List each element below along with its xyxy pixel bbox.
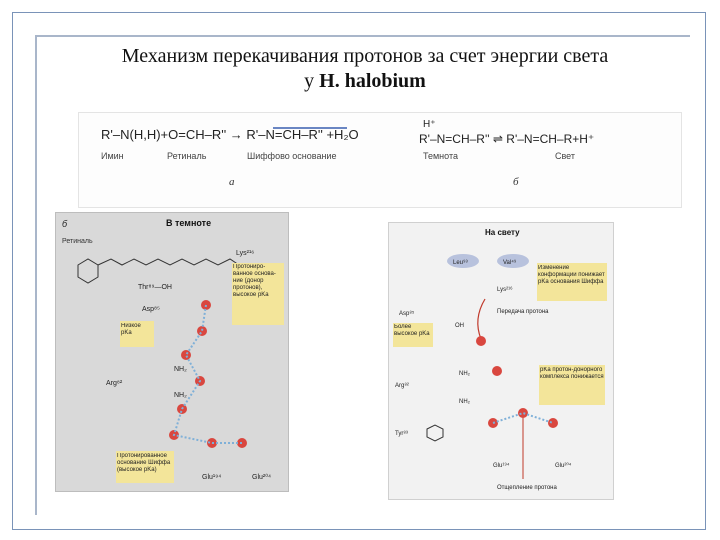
retinal-ring [77, 258, 99, 284]
tyr-ring [426, 424, 444, 442]
dark-water-chain [169, 300, 247, 448]
light-header: На свету [485, 228, 520, 237]
light-state-panel: На свету Leu⁹³ Val⁴⁹ Lys²¹⁶ Asp⁸⁵ OH Arg… [388, 222, 614, 500]
dark-state-panel: б В темноте Ретиналь Lys²¹⁶ Thr⁸⁹—OH Asp… [55, 212, 289, 492]
panel-letter-b: б [513, 176, 519, 188]
dark-arg: Arg⁸² [106, 380, 123, 387]
panel-letter-a: а [229, 176, 235, 188]
light-oh: OH [455, 323, 464, 329]
light-lys: Lys²¹⁶ [497, 286, 513, 293]
light-arg: Arg⁸² [395, 382, 409, 389]
note-proton-acceptor-box [232, 263, 284, 325]
dark-nh2-a: NH₂ [174, 366, 187, 373]
reaction-a-equation: R'–N(H,H)+O=CH–R'' → R'–N=CH–R'' +H₂O [101, 127, 359, 142]
title-organism: H. halobium [319, 70, 426, 92]
title-line-1: Механизм перекачивания протонов за счет … [121, 45, 609, 67]
note-low-pka-box [120, 321, 154, 347]
note-higher-pka-box [393, 323, 433, 347]
note-schiff: Протонированное основание Шиффа (высокое… [117, 453, 171, 473]
val-ellipse [497, 254, 529, 268]
dark-thr: Thr⁸⁹—OH [138, 284, 172, 291]
title-line-2: у H. halobium [40, 69, 690, 94]
title-line-2-prefix: у [304, 70, 320, 92]
light-glu-1: Glu¹⁹⁴ [493, 462, 510, 469]
note-schiff-box [116, 451, 174, 483]
light-leu: Leu⁹³ [453, 259, 468, 266]
dark-retinal: Ретиналь [62, 238, 93, 245]
reaction-b-hplus: H⁺ [423, 119, 436, 130]
note-conformation-box [537, 263, 607, 301]
label-dark: Темнота [423, 151, 458, 161]
light-state-figure: На свету Leu⁹³ Val⁴⁹ Lys²¹⁶ Asp⁸⁵ OH Arg… [393, 228, 607, 491]
dark-header: В темноте [166, 218, 211, 228]
label-schiff: Шиффово основание [247, 151, 336, 161]
note-higher-pka: Более высокое pKa [394, 324, 430, 337]
reaction-figure: R'–N(H,H)+O=CH–R'' → R'–N=CH–R'' +H₂O Им… [101, 119, 594, 188]
note-transfer: Передача протона [497, 309, 549, 315]
light-water-chain [476, 336, 558, 428]
reaction-b-equation: R'–N=CH–R'' ⇌ R'–N=CH–R+H⁺ [419, 132, 594, 146]
light-nh2-a: NH₂ [459, 371, 471, 377]
note-donor-box [539, 365, 605, 405]
label-retinal-a: Ретиналь [167, 151, 207, 161]
reaction-strip: R'–N(H,H)+O=CH–R'' → R'–N=CH–R'' +H₂O Им… [78, 112, 682, 208]
note-proton-acceptor: Протониро- ванное основа- ние (донор про… [233, 264, 276, 298]
light-tyr: Tyr⁸³ [395, 430, 408, 437]
light-asp: Asp⁸⁵ [399, 310, 415, 317]
dark-glu-1: Glu¹⁹⁴ [202, 474, 221, 481]
note-low-pka: Низкое pKa [121, 323, 141, 336]
label-light: Свет [555, 151, 575, 161]
dark-state-figure: б В темноте Ретиналь Lys²¹⁶ Thr⁸⁹—OH Asp… [62, 218, 284, 483]
transfer-arrow [477, 298, 486, 340]
note-conformation: Изменение конформации понижает pKa основ… [538, 265, 605, 285]
note-donor: pKa протон-донорного комплекса понижаетс… [540, 367, 604, 380]
dark-nh2-b: NH₂ [174, 392, 187, 399]
slide-title: Механизм перекачивания протонов за счет … [40, 44, 690, 94]
light-val: Val⁴⁹ [503, 259, 517, 266]
dark-letter: б [62, 219, 68, 229]
light-nh2-b: NH₂ [459, 399, 471, 405]
slide-inner-frame [35, 35, 690, 515]
light-glu-2: Glu²⁰⁴ [555, 462, 572, 469]
label-imine: Имин [101, 151, 124, 161]
dark-asp: Asp⁸⁵ [142, 306, 160, 313]
note-release: Отщепление протона [497, 485, 557, 491]
slide-outer-frame [12, 12, 706, 530]
retinal-chain [97, 258, 243, 268]
dark-glu-2: Glu²⁰⁴ [252, 473, 271, 481]
dark-lys: Lys²¹⁶ [236, 250, 254, 257]
leu-ellipse [447, 254, 479, 268]
